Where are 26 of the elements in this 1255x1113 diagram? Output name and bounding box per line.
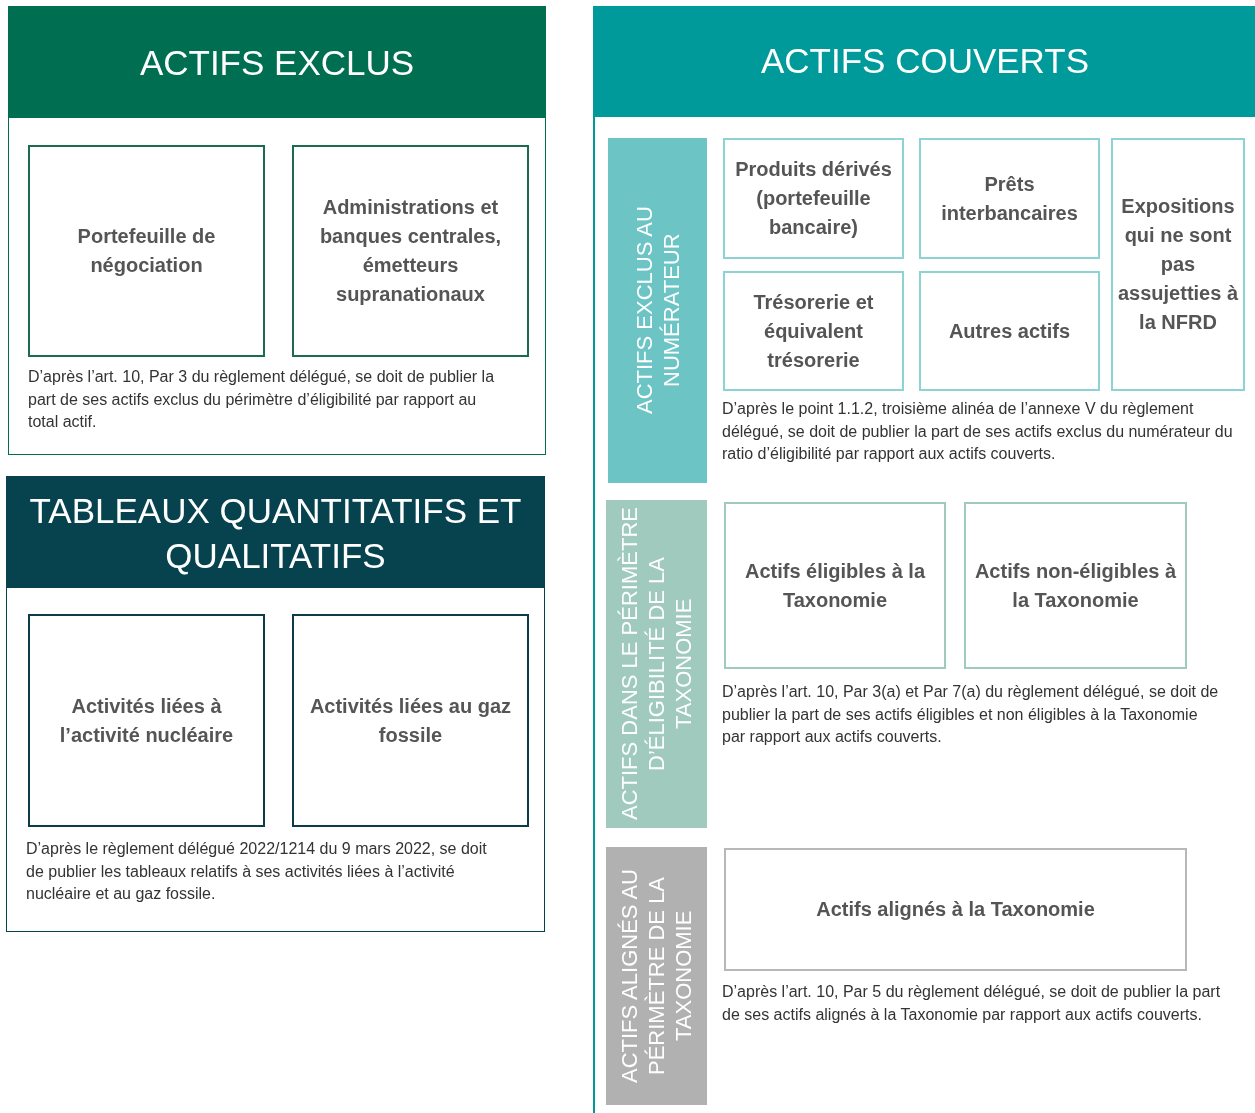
category-box: Produits dérivés (portefeuille bancaire)	[723, 138, 904, 259]
section-panel	[593, 6, 1255, 1113]
category-box: Administrations et banques centrales, émetteurs supranationaux	[292, 145, 529, 357]
note-text: D’après le règlement délégué 2022/1214 du 9 mars 2022, se doit de publier les tableaux relatifs à ses activités liées à l’activité nucléaire et au gaz fossile.	[26, 839, 488, 904]
vertical-band: ACTIFS ALIGNÉS AU PÉRIMÈTRE DE LA TAXONOMIE	[606, 847, 707, 1105]
note-text: D’après l’art. 10, Par 5 du règlement délégué, se doit de publier la part de ses actifs alignés à la Taxonomie par rapport aux actifs couverts.	[722, 982, 1222, 1025]
category-box: Activités liées au gaz fossile	[292, 614, 529, 827]
vertical-band: ACTIFS DANS LE PÉRIMÈTRE D’ÉLIGIBILITÉ DE LA TAXONOMIE	[606, 500, 707, 828]
category-box: Activités liées à l’activité nucléaire	[28, 614, 265, 827]
category-box: Portefeuille de négociation	[28, 145, 265, 357]
section-panel	[8, 6, 546, 455]
category-box: Trésorerie et équivalent trésorerie	[723, 271, 904, 391]
note-text: D’après le point 1.1.2, troisième alinéa de l’annexe V du règlement délégué, se doit de publier la part de ses actifs exclus du numérateur du ratio d’éligibilité par rapport aux actifs couverts.	[722, 399, 1234, 464]
panel-header: TABLEAUX QUANTITATIFS ET QUALITATIFS	[7, 477, 544, 588]
category-box: Actifs alignés à la Taxonomie	[724, 848, 1187, 971]
vertical-band: ACTIFS EXCLUS AU NUMÉRATEUR	[608, 138, 707, 483]
note-text: D’après l’art. 10, Par 3(a) et Par 7(a) du règlement délégué, se doit de publier la part de ses actifs éligibles et non éligibles à la Taxonomie par rapport aux actifs couverts.	[722, 682, 1220, 747]
note-text: D’après l’art. 10, Par 3 du règlement délégué, se doit de publier la part de ses actifs exclus du périmètre d’éligibilité par rapport au total actif.	[28, 367, 496, 432]
category-box: Actifs non-éligibles à la Taxonomie	[964, 502, 1187, 669]
category-box: Autres actifs	[919, 271, 1100, 391]
category-box: Expositions qui ne sont pas assujetties à la NFRD	[1111, 138, 1245, 391]
category-box: Prêts interbancaires	[919, 138, 1100, 259]
category-box: Actifs éligibles à la Taxonomie	[724, 502, 946, 669]
panel-header: ACTIFS COUVERTS	[595, 6, 1255, 117]
panel-header: ACTIFS EXCLUS	[9, 7, 545, 118]
section-panel	[6, 476, 545, 932]
